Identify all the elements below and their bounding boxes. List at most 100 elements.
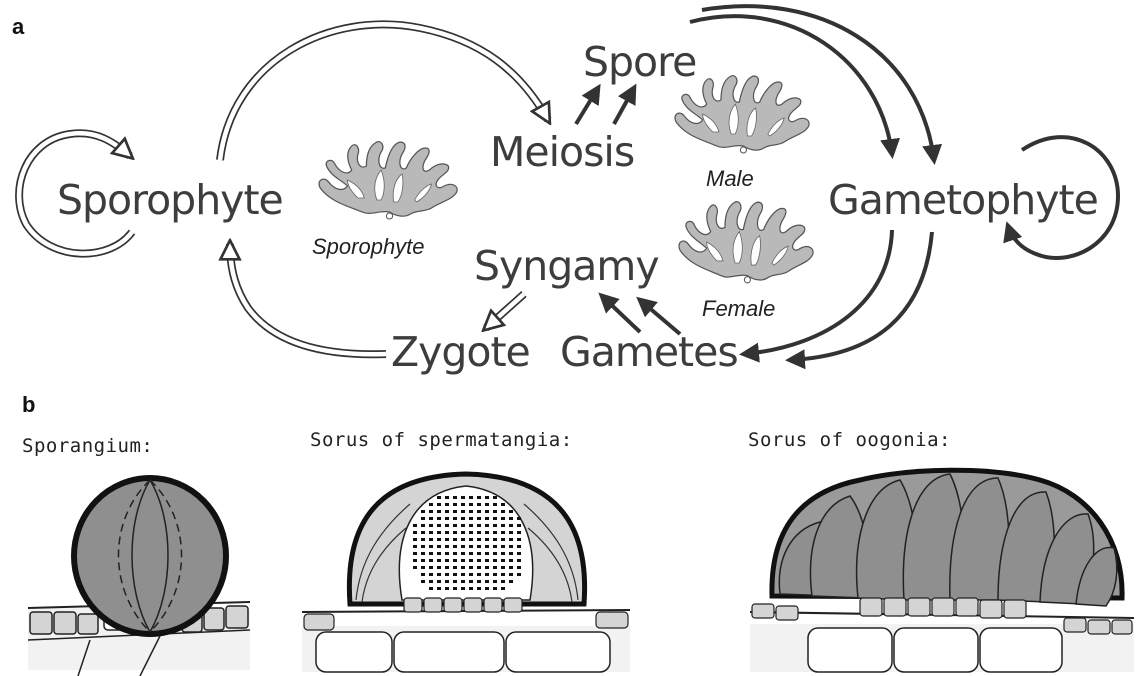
spermatangium-cell (485, 587, 489, 590)
spermatangium-cell (501, 566, 505, 569)
spermatangium-cell (493, 580, 497, 583)
male-thallus-illustration (675, 76, 809, 153)
spermatangium-cell (445, 531, 449, 534)
spermatangium-cell (509, 538, 513, 541)
spermatangium-cell (469, 587, 473, 590)
spore-label: Spore (583, 38, 696, 86)
spermatangium-cell (517, 538, 521, 541)
spermatangium-cell (509, 510, 513, 513)
spermatangium-cell (517, 552, 521, 555)
spermatangium-cell (477, 524, 481, 527)
syngamy-label: Syngamy (474, 242, 659, 290)
spermatangium-cell (445, 517, 449, 520)
spermatangium-cell (493, 496, 497, 499)
spermatangium-cell (517, 545, 521, 548)
spermatangium-cell (429, 517, 433, 520)
spermatangium-cell (437, 573, 441, 576)
spermatangium-cell (485, 524, 489, 527)
spermatangium-cell (509, 573, 513, 576)
spermatangium-cell (421, 510, 425, 513)
spermatangium-cell (461, 573, 465, 576)
spermatangium-cell (477, 517, 481, 520)
spermatangium-cell (429, 524, 433, 527)
spermatangium-cell (429, 545, 433, 548)
spermatangium-cell (493, 545, 497, 548)
spermatangium-cell (477, 580, 481, 583)
spermatangium-cell (501, 580, 505, 583)
spermatangium-cell (461, 559, 465, 562)
oogonia-sorus-illustration (750, 470, 1134, 672)
spermatangium-cell (493, 517, 497, 520)
spermatangium-cell (509, 566, 513, 569)
spermatangium-cell (517, 566, 521, 569)
spermatangium-cell (421, 524, 425, 527)
spermatangium-cell (509, 580, 513, 583)
spermatangium-cell (485, 552, 489, 555)
female-illustration-label: Female (702, 296, 775, 321)
spermatangium-cell (437, 538, 441, 541)
spermatangium-cell (501, 531, 505, 534)
spermatangium-cell (469, 517, 473, 520)
spermatangium-cell (509, 517, 513, 520)
spermatangium-cell (429, 503, 433, 506)
spermatangium-cell (501, 587, 505, 590)
spermatangium-cell (453, 552, 457, 555)
male-illustration-label: Male (706, 166, 754, 191)
spermatangium-cell (501, 538, 505, 541)
spermatangium-cell (493, 559, 497, 562)
spermatangium-cell (437, 587, 441, 590)
spermatangium-cell (437, 531, 441, 534)
gametes-label: Gametes (560, 328, 738, 376)
spermatangium-cell (445, 538, 449, 541)
spermatangium-cell (461, 538, 465, 541)
spermatangium-cell (469, 496, 473, 499)
spermatangium-cell (517, 573, 521, 576)
spermatangium-cell (421, 566, 425, 569)
spermatangium-cell (469, 524, 473, 527)
spermatangium-cell (477, 559, 481, 562)
spermatangium-cell (493, 552, 497, 555)
spermatangium-cell (493, 566, 497, 569)
spermatangium-cell (493, 538, 497, 541)
spermatangium-cell (453, 517, 457, 520)
panel-b-letter: b (22, 392, 35, 417)
spermatangium-cell (429, 587, 433, 590)
spermatangium-cell (477, 531, 481, 534)
spermatangium-cell (453, 503, 457, 506)
spermatangium-cell (501, 573, 505, 576)
spermatangium-cell (469, 531, 473, 534)
spermatangium-cell (461, 517, 465, 520)
spermatangium-cell (453, 587, 457, 590)
spermatangium-cell (413, 552, 417, 555)
spermatangium-cell (429, 552, 433, 555)
spermatangium-cell (461, 580, 465, 583)
sporangium-illustration (28, 478, 250, 676)
spermatangium-cell (461, 552, 465, 555)
spermatangium-cell (485, 531, 489, 534)
spermatangium-cell (413, 545, 417, 548)
spermatangium-cell (453, 510, 457, 513)
spermatangium-cell (429, 566, 433, 569)
spermatangium-cell (453, 524, 457, 527)
spermatangium-cell (485, 517, 489, 520)
spermatangium-cell (421, 552, 425, 555)
panel-a-letter: a (12, 14, 25, 39)
syngamy-to-zygote-arrow (486, 294, 524, 328)
spermatangium-cell (509, 531, 513, 534)
sporophyte-thallus-illustration (319, 142, 457, 219)
spermatangium-cell (477, 503, 481, 506)
spermatangium-cell (445, 552, 449, 555)
spermatangium-cell (421, 545, 425, 548)
spermatangium-cell (437, 566, 441, 569)
spermatangium-cell (469, 510, 473, 513)
meiosis-label: Meiosis (490, 128, 634, 176)
spermatangium-cell (421, 573, 425, 576)
spermatangium-cell (469, 559, 473, 562)
spermatangium-cell (485, 496, 489, 499)
spermatangium-cell (429, 580, 433, 583)
spermatangium-cell (501, 524, 505, 527)
spermatangium-cell (461, 587, 465, 590)
spermatangium-cell (485, 559, 489, 562)
spermatangium-cell (437, 580, 441, 583)
spermatangium-cell (445, 496, 449, 499)
